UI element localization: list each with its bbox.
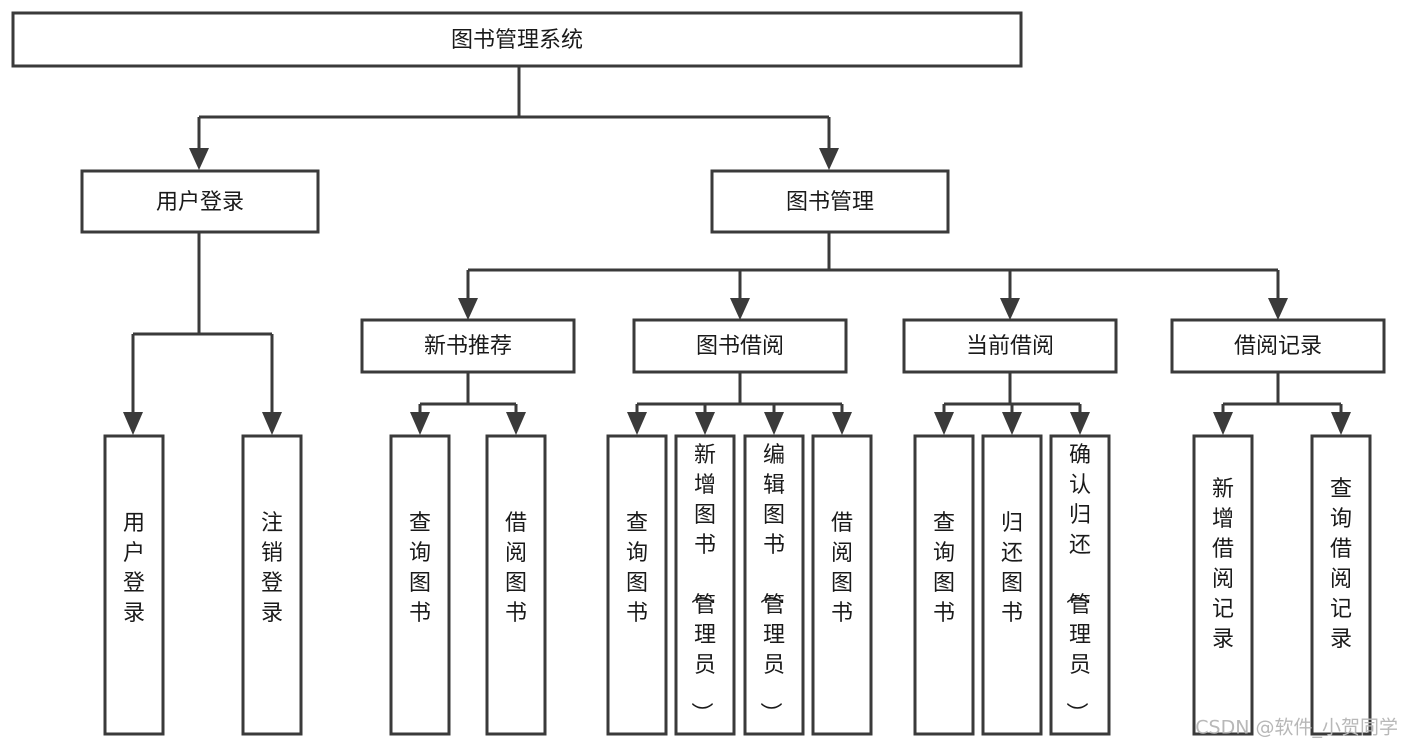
node-current-borrow[interactable]: 当前借阅	[902, 318, 1118, 374]
node-book-borrow[interactable]: 图书借阅	[632, 318, 848, 374]
arrow-head-book-borrow	[730, 298, 750, 320]
node-leaf-return-book-label: 归还图书	[1001, 511, 1023, 626]
node-leaf-borrow-book-1-label: 借阅图书	[505, 511, 527, 626]
node-leaf-edit-book-label: 编辑图书（管理员）	[757, 443, 785, 724]
node-user-login[interactable]: 用户登录	[80, 169, 320, 234]
arrow-head-leaf-add-record	[1213, 412, 1233, 435]
node-user-login-label: 用户登录	[156, 190, 244, 215]
node-current-borrow-label: 当前借阅	[966, 334, 1054, 359]
node-root[interactable]: 图书管理系统	[11, 11, 1023, 68]
connector-layer	[123, 66, 1351, 435]
node-leaf-query-book-2-label: 查询图书	[626, 511, 648, 626]
node-leaf-query-record[interactable]: 查询借阅记录	[1310, 434, 1372, 736]
arrow-head-leaf-logout	[262, 412, 282, 435]
node-book-borrow-label: 图书借阅	[696, 334, 784, 359]
node-leaf-query-book-3-label: 查询图书	[933, 511, 955, 626]
node-root-box[interactable]	[11, 11, 1023, 68]
node-book-manage[interactable]: 图书管理	[710, 169, 950, 234]
arrow-head-leaf-add-book	[695, 412, 715, 435]
node-leaf-add-record-label: 新增借阅记录	[1212, 477, 1234, 652]
node-leaf-logout-label: 注销登录	[261, 511, 283, 626]
node-leaf-query-book-1-box[interactable]	[389, 434, 451, 736]
node-leaf-borrow-book-2-box[interactable]	[811, 434, 873, 736]
csdn-watermark: CSDN @软件_小贺同学	[1195, 717, 1398, 739]
arrow-head-leaf-query-book-3	[934, 412, 954, 435]
node-new-book-recommend-box[interactable]	[360, 318, 576, 374]
arrow-head-leaf-return-book	[1002, 412, 1022, 435]
node-leaf-query-book-1[interactable]: 查询图书	[389, 434, 451, 736]
node-leaf-borrow-book-1[interactable]: 借阅图书	[485, 434, 547, 736]
node-leaf-logout[interactable]: 注销登录	[241, 434, 303, 736]
node-current-borrow-box[interactable]	[902, 318, 1118, 374]
node-book-borrow-box[interactable]	[632, 318, 848, 374]
arrow-head-leaf-query-record	[1331, 412, 1351, 435]
node-borrow-record[interactable]: 借阅记录	[1170, 318, 1386, 374]
node-leaf-query-book-3[interactable]: 查询图书	[913, 434, 975, 736]
node-leaf-query-book-2[interactable]: 查询图书	[606, 434, 668, 736]
node-book-manage-label: 图书管理	[786, 190, 874, 215]
node-new-book-recommend[interactable]: 新书推荐	[360, 318, 576, 374]
arrow-head-leaf-confirm-return	[1070, 412, 1090, 435]
node-borrow-record-box[interactable]	[1170, 318, 1386, 374]
node-leaf-user-login[interactable]: 用户登录	[103, 434, 165, 736]
node-borrow-record-label: 借阅记录	[1234, 334, 1322, 359]
arrow-head-leaf-borrow-book-2	[832, 412, 852, 435]
node-leaf-edit-book-box[interactable]	[743, 434, 805, 736]
arrow-head-book-manage	[819, 148, 839, 170]
node-root-label: 图书管理系统	[451, 28, 583, 53]
node-book-manage-box[interactable]	[710, 169, 950, 234]
arrow-head-current-borrow	[1000, 298, 1020, 320]
node-leaf-add-book[interactable]: 新增图书（管理员）	[674, 434, 736, 736]
arrow-head-leaf-query-book-2	[627, 412, 647, 435]
node-leaf-query-book-2-box[interactable]	[606, 434, 668, 736]
node-leaf-borrow-book-1-box[interactable]	[485, 434, 547, 736]
node-leaf-user-login-box[interactable]	[103, 434, 165, 736]
arrow-head-borrow-record	[1268, 298, 1288, 320]
node-leaf-add-record-box[interactable]	[1192, 434, 1254, 736]
node-user-login-box[interactable]	[80, 169, 320, 234]
arrow-head-leaf-user-login	[123, 412, 143, 435]
node-leaf-return-book-box[interactable]	[981, 434, 1043, 736]
arrow-head-leaf-query-book-1	[410, 412, 430, 435]
node-leaf-query-record-box[interactable]	[1310, 434, 1372, 736]
node-new-book-recommend-label: 新书推荐	[424, 334, 512, 359]
node-leaf-add-book-label: 新增图书（管理员）	[688, 443, 716, 724]
arrow-head-leaf-borrow-book-1	[506, 412, 526, 435]
node-leaf-logout-box[interactable]	[241, 434, 303, 736]
arrow-head-leaf-edit-book	[764, 412, 784, 435]
node-leaf-query-book-1-label: 查询图书	[409, 511, 431, 626]
node-leaf-edit-book[interactable]: 编辑图书（管理员）	[743, 434, 805, 736]
node-leaf-confirm-return-label: 确认归还（管理员）	[1063, 443, 1091, 724]
node-leaf-user-login-label: 用户登录	[123, 511, 145, 626]
arrow-head-user-login	[189, 148, 209, 170]
node-leaf-confirm-return-box[interactable]	[1049, 434, 1111, 736]
node-leaf-query-record-label: 查询借阅记录	[1330, 477, 1352, 652]
node-leaf-borrow-book-2-label: 借阅图书	[831, 511, 853, 626]
node-leaf-return-book[interactable]: 归还图书	[981, 434, 1043, 736]
node-leaf-borrow-book-2[interactable]: 借阅图书	[811, 434, 873, 736]
node-leaf-query-book-3-box[interactable]	[913, 434, 975, 736]
node-leaf-confirm-return[interactable]: 确认归还（管理员）	[1049, 434, 1111, 736]
arrow-head-new-book-recommend	[458, 298, 478, 320]
node-leaf-add-book-box[interactable]	[674, 434, 736, 736]
node-leaf-add-record[interactable]: 新增借阅记录	[1192, 434, 1254, 736]
